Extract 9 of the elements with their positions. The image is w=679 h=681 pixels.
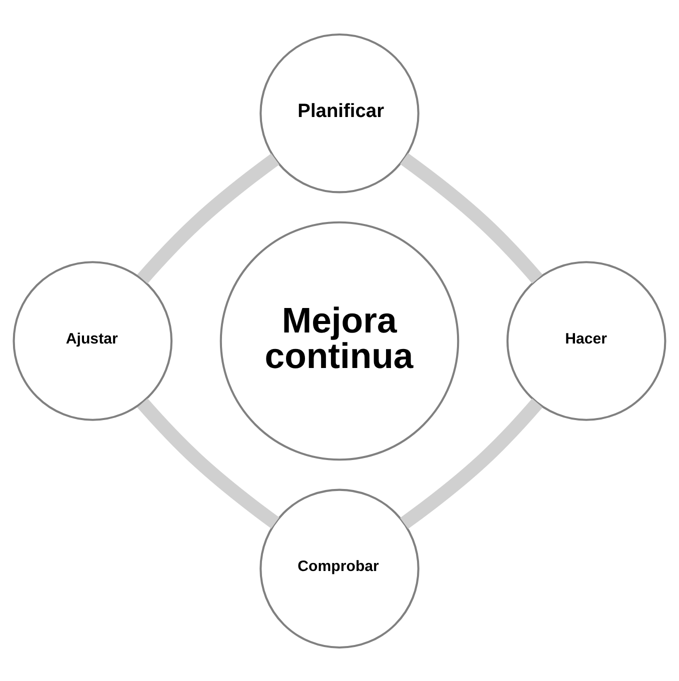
node-circle: Mejora continua xyxy=(220,220,460,460)
node-circle: Hacer xyxy=(506,260,666,420)
connector xyxy=(400,152,543,283)
connector xyxy=(400,398,543,528)
connector xyxy=(137,398,280,528)
node-circle: Comprobar xyxy=(260,488,420,648)
node-circle: Ajustar xyxy=(12,260,173,420)
node-circle: Planificar xyxy=(260,32,420,193)
connector xyxy=(137,153,280,284)
